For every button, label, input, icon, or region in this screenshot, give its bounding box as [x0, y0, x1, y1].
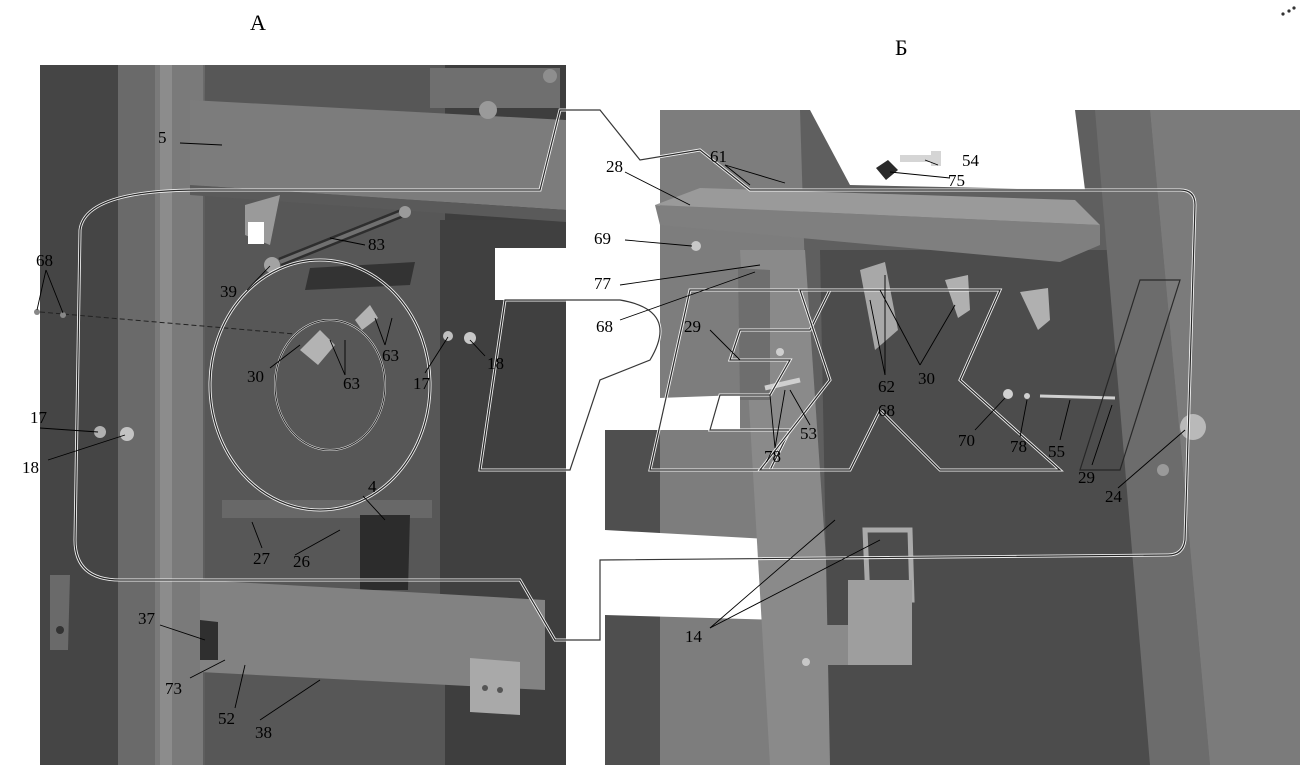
callout-55: 55: [1048, 442, 1065, 461]
callout-52: 52: [218, 709, 235, 728]
callout-29: 29: [1078, 468, 1095, 487]
callout-14: 14: [685, 627, 703, 646]
leader-lines: [36, 142, 1186, 721]
callout-5: 5: [158, 128, 167, 147]
callout-78: 78: [1010, 437, 1027, 456]
view-b-title: Б: [895, 35, 908, 60]
callout-18: 18: [487, 354, 504, 373]
callout-39: 39: [220, 282, 237, 301]
callout-77: 77: [594, 274, 612, 293]
callout-75: 75: [948, 171, 965, 190]
callout-24: 24: [1105, 487, 1123, 506]
view-a: [34, 65, 566, 765]
callout-27: 27: [253, 549, 271, 568]
callout-63: 63: [382, 346, 399, 365]
callout-70: 70: [958, 431, 975, 450]
callout-68: 68: [878, 401, 895, 420]
callout-83: 83: [368, 235, 385, 254]
callout-54: 54: [962, 151, 980, 170]
callout-4: 4: [368, 477, 377, 496]
callout-29: 29: [684, 317, 701, 336]
callout-28: 28: [606, 157, 623, 176]
watermark-logo: [73, 108, 1197, 642]
callout-62: 62: [878, 377, 895, 396]
callout-17: 17: [30, 408, 48, 427]
callout-68: 68: [596, 317, 613, 336]
callout-18: 18: [22, 458, 39, 477]
callout-69: 69: [594, 229, 611, 248]
view-b: [605, 110, 1300, 765]
corner-mark: [1281, 6, 1296, 16]
callout-26: 26: [293, 552, 310, 571]
callout-78: 78: [764, 447, 781, 466]
callout-38: 38: [255, 723, 272, 742]
callout-37: 37: [138, 609, 156, 628]
callout-17: 17: [413, 374, 431, 393]
callout-61: 61: [710, 147, 727, 166]
callout-30: 30: [918, 369, 935, 388]
callout-73: 73: [165, 679, 182, 698]
callout-53: 53: [800, 424, 817, 443]
callouts-view-b: 54 75 28 61 69 77 68 29 62 68 30 53 78 7…: [594, 147, 1123, 646]
callouts-view-a: 5 68 83 39 30 63 63 17 18 17 18 4 27 26 …: [22, 128, 504, 742]
callout-68: 68: [36, 251, 53, 270]
view-a-title: А: [250, 10, 266, 35]
callout-63: 63: [343, 374, 360, 393]
callout-30: 30: [247, 367, 264, 386]
